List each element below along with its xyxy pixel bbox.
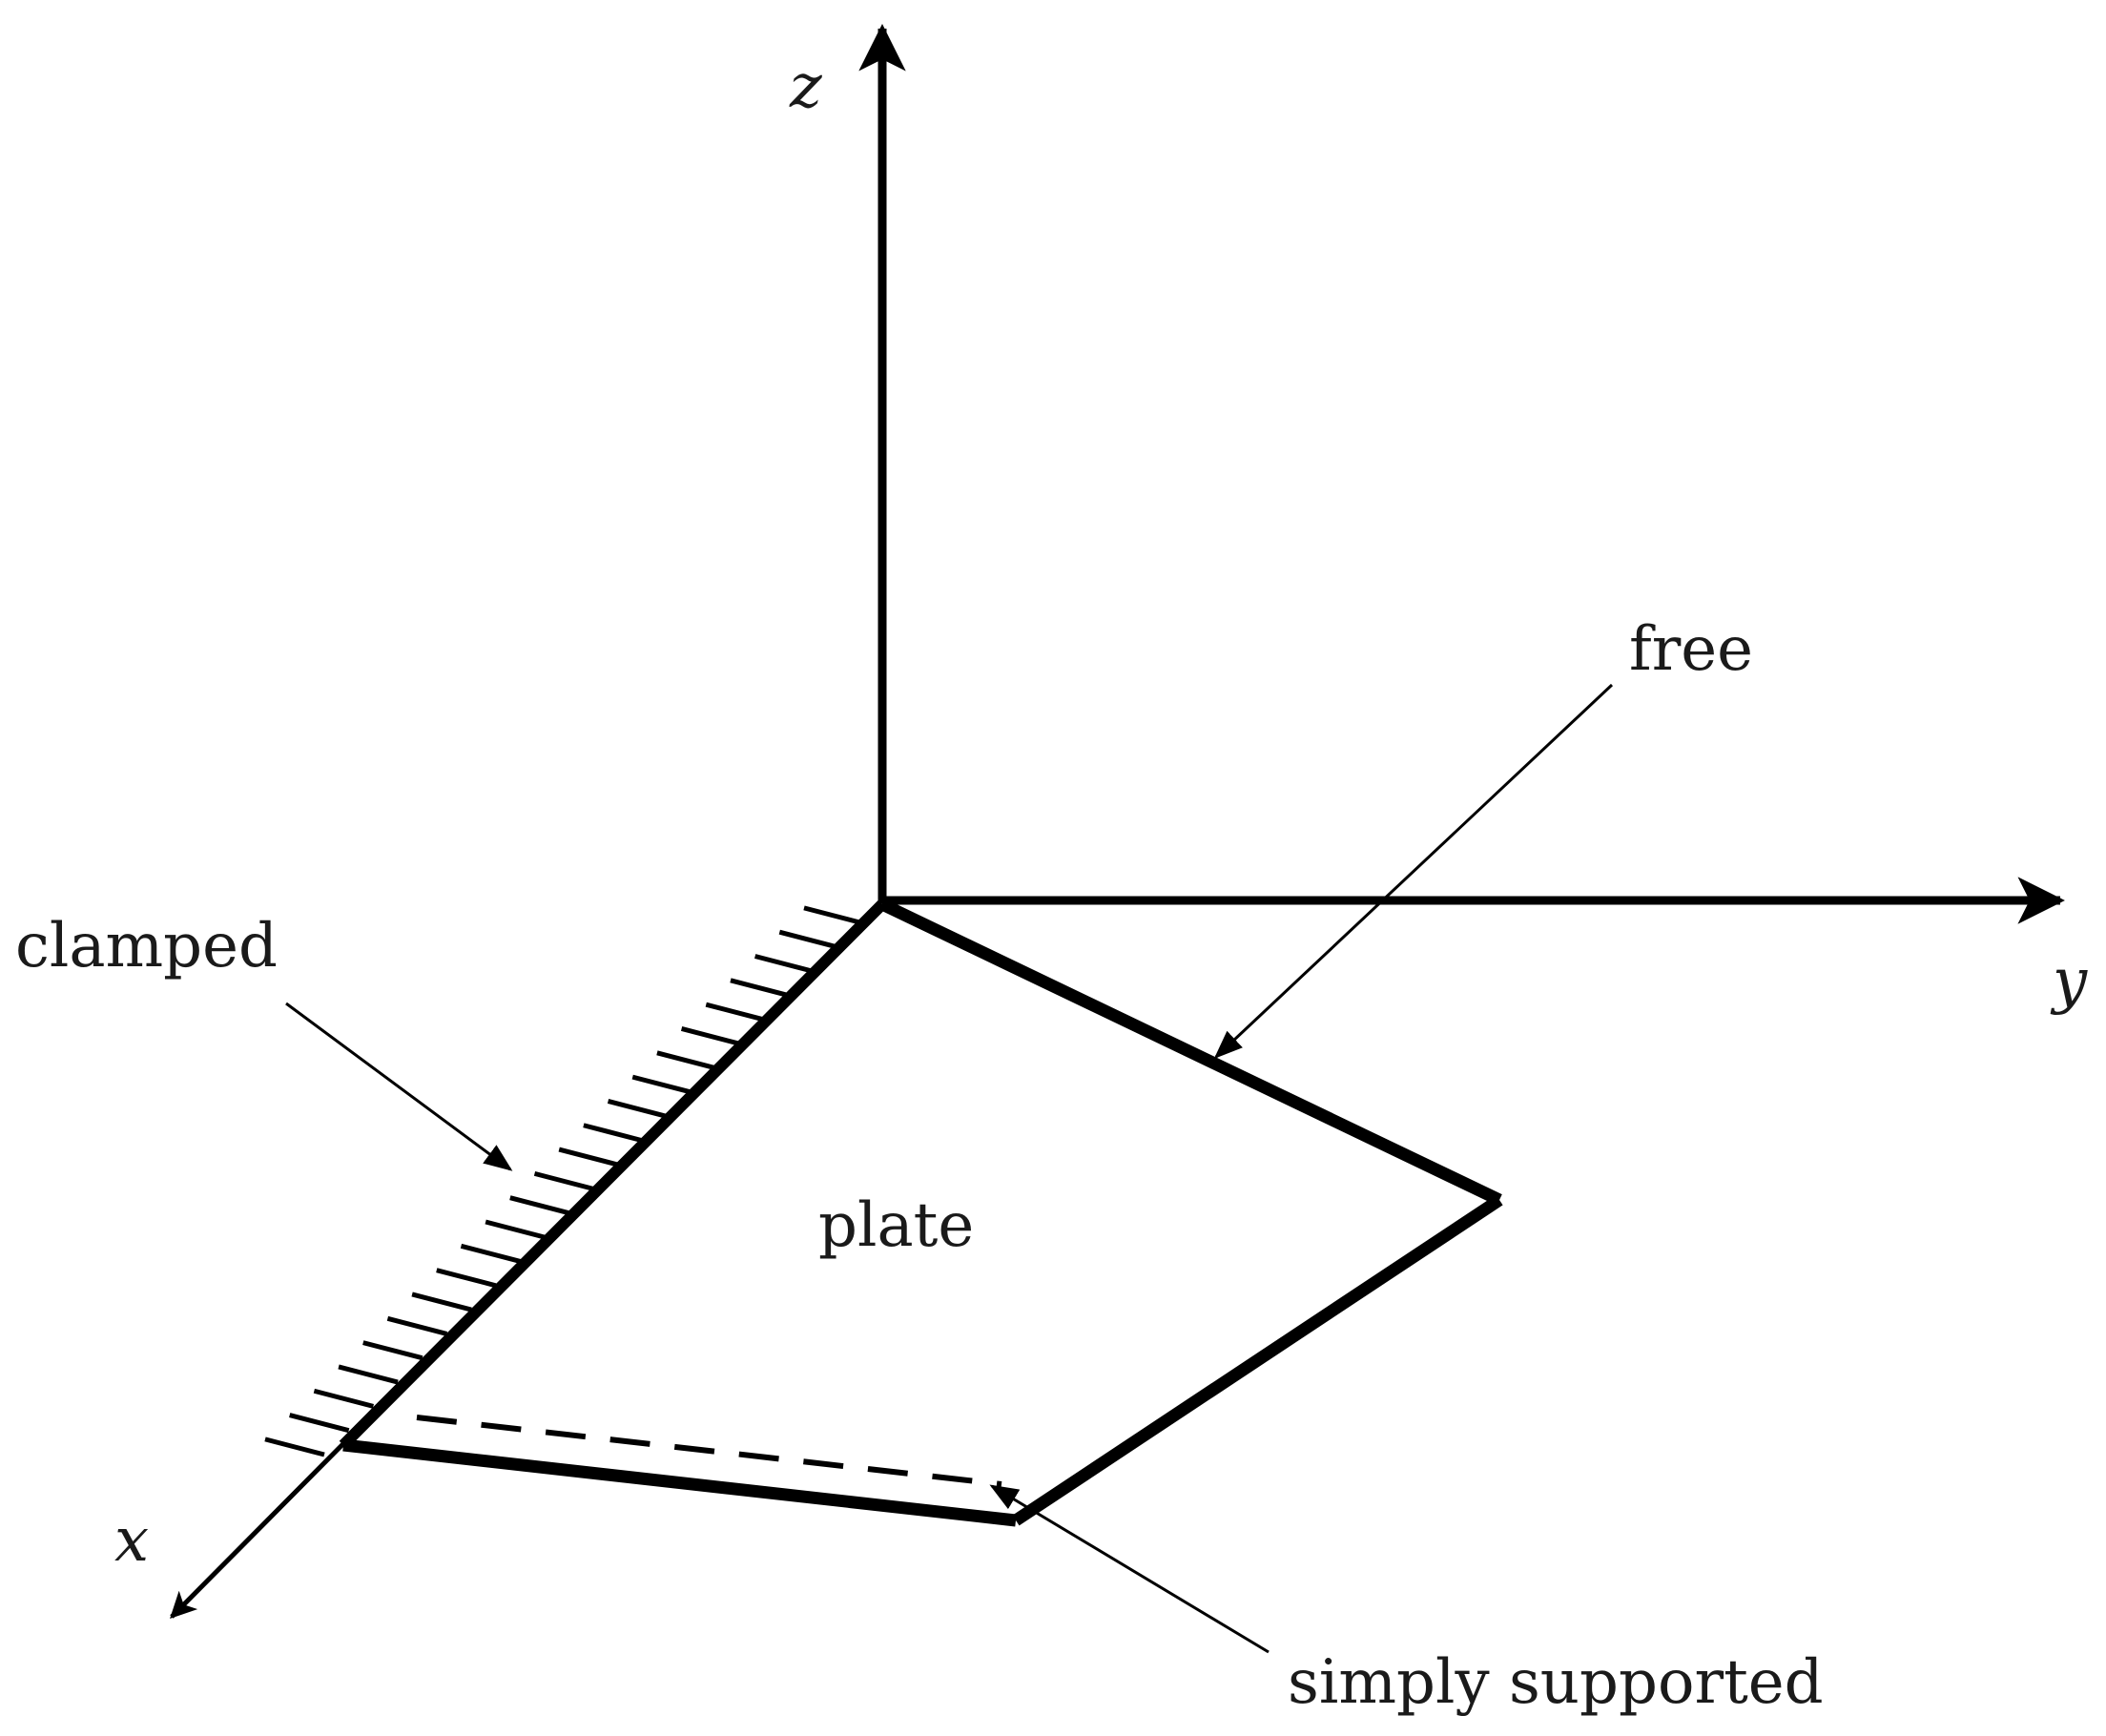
clamped-edge	[339, 899, 887, 1450]
hatch-tick	[778, 929, 839, 950]
hatch-tick	[533, 1170, 595, 1191]
plate-right-edge	[1012, 1194, 1503, 1526]
simply-supported-label: simply supported	[1288, 1647, 1824, 1718]
y-axis-label: y	[2050, 946, 2088, 1017]
hatch-tick	[558, 1147, 619, 1168]
hatch-tick	[680, 1026, 742, 1047]
free-label: free	[1629, 614, 1753, 685]
hatch-tick	[754, 954, 816, 975]
hatch-tick	[362, 1340, 423, 1361]
hatch-tick	[607, 1099, 669, 1119]
free-leader-arrow	[1213, 683, 1614, 1060]
z-axis-label: z	[789, 52, 823, 122]
plate-label: plate	[818, 1190, 974, 1261]
hatch-tick	[386, 1315, 448, 1336]
hatch-tick	[460, 1243, 522, 1264]
hatch-tick	[705, 1002, 766, 1023]
hatch-tick	[313, 1388, 374, 1409]
hatch-tick	[436, 1268, 497, 1289]
simply-supported-edge	[342, 1438, 1017, 1527]
x-axis-label: x	[114, 1505, 149, 1576]
clamped-label: clamped	[15, 911, 278, 982]
hatch-tick	[509, 1195, 570, 1216]
free-edge	[879, 899, 1502, 1206]
hatch-tick	[485, 1219, 546, 1240]
hatch-tick	[338, 1364, 399, 1385]
hatch-tick	[264, 1436, 325, 1457]
hatch-tick	[289, 1413, 350, 1434]
simply-supported-dashed-line	[416, 1415, 1002, 1487]
hatch-tick	[583, 1123, 644, 1144]
hatch-tick	[631, 1074, 692, 1095]
hatch-tick	[803, 905, 864, 926]
hatch-tick	[411, 1292, 472, 1312]
simply-supported-leader-arrow	[989, 1484, 1270, 1654]
clamped-leader-arrow	[285, 1002, 513, 1171]
hatch-tick	[730, 978, 791, 999]
hatch-tick	[656, 1050, 717, 1071]
clamped-hatching	[264, 905, 864, 1457]
